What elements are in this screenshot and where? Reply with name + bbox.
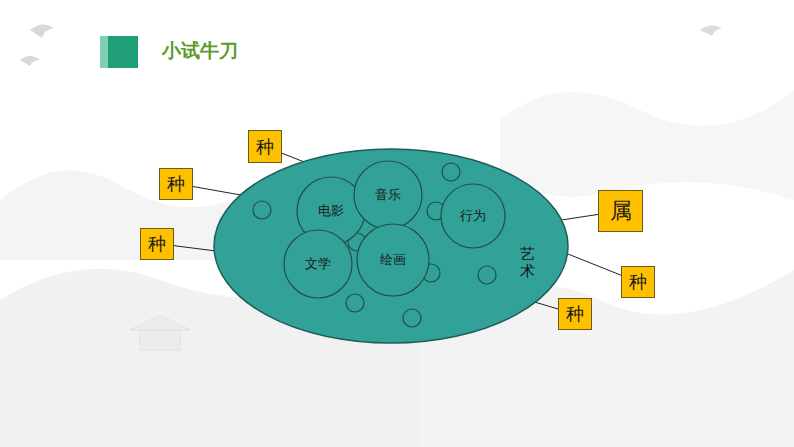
circle-label: 文学 xyxy=(305,255,331,273)
circle-label: 行为 xyxy=(460,207,486,225)
label-box: 属 xyxy=(598,190,643,232)
circle-label: 音乐 xyxy=(375,186,401,204)
circle-label: 电影 xyxy=(318,202,344,220)
label-box: 种 xyxy=(558,298,592,330)
label-box: 种 xyxy=(248,130,282,163)
species-circle: 行为 xyxy=(440,183,506,249)
slide-title: 小试牛刀 xyxy=(162,38,238,64)
species-circle: 音乐 xyxy=(353,160,423,230)
box-label: 种 xyxy=(629,270,647,294)
box-label: 种 xyxy=(566,302,584,326)
label-box: 种 xyxy=(621,266,655,298)
box-label: 种 xyxy=(148,232,166,256)
box-label: 种 xyxy=(167,172,185,196)
category-ellipse: 艺术 电影 音乐行为文学 绘画 xyxy=(213,148,569,344)
leader-line xyxy=(563,214,598,219)
vertical-label: 艺术 xyxy=(520,246,535,279)
box-label: 属 xyxy=(610,196,632,226)
circle-label: 绘画 xyxy=(380,251,406,269)
species-circle: 绘画 xyxy=(356,223,430,297)
label-box: 种 xyxy=(140,228,174,260)
label-box: 种 xyxy=(159,168,193,200)
species-circle: 文学 xyxy=(283,229,353,299)
box-label: 种 xyxy=(256,135,274,159)
